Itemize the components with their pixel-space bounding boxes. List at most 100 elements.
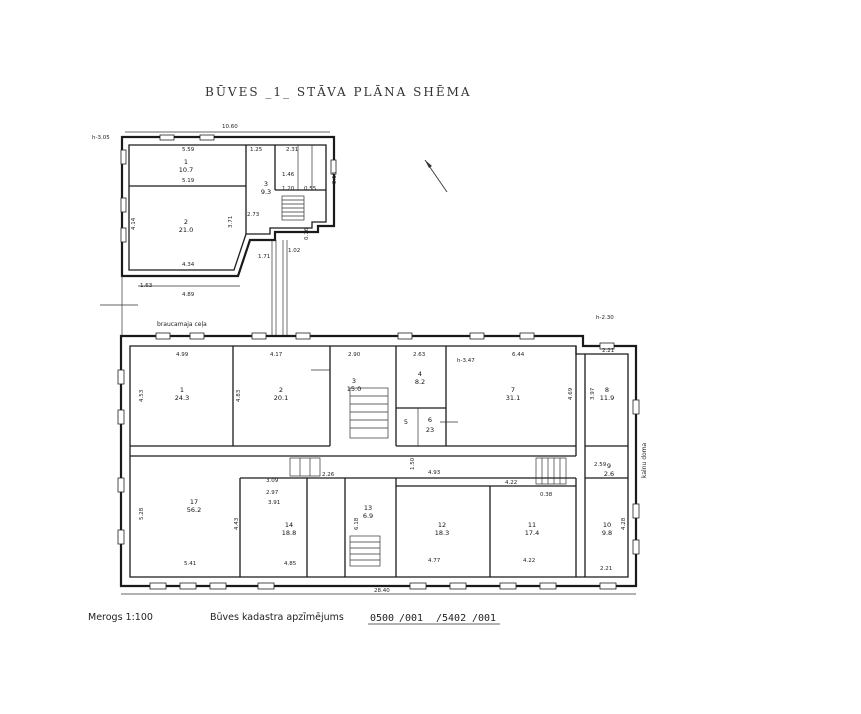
dimension-label: 5.41 xyxy=(184,561,196,567)
cadastre-part-2: /001 xyxy=(399,613,423,624)
cadastre-part-1: 0500 xyxy=(370,613,394,624)
passage xyxy=(100,240,288,336)
room-no: 7 xyxy=(511,386,515,394)
dimension-label: 4.53 xyxy=(139,389,145,402)
dimension-label: 4.34 xyxy=(182,262,195,268)
room-no: 17 xyxy=(190,498,198,506)
dimension-label: 2.26 xyxy=(322,472,335,478)
scale-label: Merogs 1:100 xyxy=(88,612,153,623)
room-area: 15.0 xyxy=(347,385,361,393)
room-no: 2 xyxy=(184,218,188,226)
room-no: 11 xyxy=(528,521,536,529)
room-no: 3 xyxy=(264,180,268,188)
dimension-label: 2.90 xyxy=(348,352,361,358)
cadastre-part-4: /001 xyxy=(472,613,496,624)
room-area: 18.3 xyxy=(435,529,449,537)
dimension-label: 1.63 xyxy=(140,283,153,289)
dimension-label: 2.59 xyxy=(594,462,607,468)
dimension-label: 2.73 xyxy=(247,212,260,218)
dimension-label: 2.63 xyxy=(413,352,426,358)
dimension-label: 4.17 xyxy=(270,352,283,358)
room-area: 21.0 xyxy=(179,226,193,234)
room-area: 11.9 xyxy=(600,394,614,402)
room-area: 24.3 xyxy=(175,394,189,402)
dimension-label: 4.85 xyxy=(284,561,297,567)
dimension-label: 5.18 xyxy=(332,171,338,184)
dimension-label: 2.97 xyxy=(266,490,279,496)
dimension-label: 4.14 xyxy=(131,217,137,230)
room-no: 6 xyxy=(428,416,432,424)
level-mark-1: h-3.05 xyxy=(92,135,110,141)
street-label: braucamaja ceļa xyxy=(157,321,207,328)
dimension-label: 3.97 xyxy=(590,387,596,400)
room-no: 5 xyxy=(404,418,408,426)
dimension-label: 4.89 xyxy=(182,292,195,298)
room-no: 14 xyxy=(285,521,293,529)
room-area: 18.8 xyxy=(282,529,296,537)
dimension-label: 6.18 xyxy=(354,517,360,530)
room-no: 1 xyxy=(184,158,188,166)
room-labels: 1 10.7 2 21.0 3 9.3 1 24.3 2 20.1 3 15.0… xyxy=(175,158,614,537)
room-no: 13 xyxy=(364,504,372,512)
dimension-label: 4.69 xyxy=(568,387,574,400)
room-area: 10.7 xyxy=(179,166,193,174)
dimension-label: 0.76 xyxy=(304,227,310,240)
dimension-label: 2.21 xyxy=(600,566,612,572)
room-area: 9.8 xyxy=(602,529,612,537)
dimension-label: 4.99 xyxy=(176,352,189,358)
dimension-label: 1.71 xyxy=(258,254,270,260)
plan-title: BŪVES _1_ STĀVA PLĀNA SHĒMA xyxy=(205,84,472,99)
room-area: 31.1 xyxy=(506,394,520,402)
room-area: 9.3 xyxy=(261,188,271,196)
dimension-label: 4.22 xyxy=(505,480,517,486)
dimension-label: 3.09 xyxy=(266,478,279,484)
dimension-label: 5.59 xyxy=(182,147,195,153)
dimension-label: 1.25 xyxy=(250,147,263,153)
dimension-label: 6.44 xyxy=(512,352,525,358)
cadastre-label: Būves kadastra apzīmējums xyxy=(210,612,344,623)
dimension-label: 5.19 xyxy=(182,178,195,184)
north-arrow-icon xyxy=(424,159,448,193)
dimension-label: 1.50 xyxy=(410,457,416,470)
room-area: 56.2 xyxy=(187,506,201,514)
dimension-label: 4.93 xyxy=(428,470,441,476)
dimension-label: 4.22 xyxy=(523,558,535,564)
side-label: kalnu doma xyxy=(641,442,648,478)
room-area: 17.4 xyxy=(525,529,539,537)
main-block xyxy=(117,332,640,590)
overall-length-label: 28.40 xyxy=(374,588,390,594)
room-area: 2.6 xyxy=(604,470,614,478)
dimension-label: 3.71 xyxy=(228,216,234,228)
room-no: 8 xyxy=(605,386,609,394)
dimension-label: 0.55 xyxy=(304,186,317,192)
room-no: 2 xyxy=(279,386,283,394)
room-area: 6.9 xyxy=(363,512,373,520)
room-no: 4 xyxy=(418,370,422,378)
dimension-label: 2.31 xyxy=(286,147,298,153)
cadastre-part-3: /5402 xyxy=(436,613,466,624)
overall-width-label: 10.60 xyxy=(222,124,238,130)
room-area: 8.2 xyxy=(415,378,425,386)
level-mark-2: h-2.30 xyxy=(596,315,614,321)
dimension-label: 4.83 xyxy=(236,389,242,402)
dimension-label: 1.20 xyxy=(282,186,295,192)
room-area: 20.1 xyxy=(274,394,288,402)
dimension-label: 0.38 xyxy=(540,492,553,498)
dimension-label: 1.46 xyxy=(282,172,295,178)
dimension-label: 3.91 xyxy=(268,500,280,506)
dimension-label: 2.21 xyxy=(602,348,614,354)
room-no: 3 xyxy=(352,377,356,385)
room-no: 23 xyxy=(426,426,434,434)
room-no: 1 xyxy=(180,386,184,394)
dimension-label: 1.02 xyxy=(288,248,300,254)
room-no: 10 xyxy=(603,521,611,529)
upper-wing xyxy=(120,134,337,278)
dimension-label: 4.28 xyxy=(621,517,627,530)
level-mark-3: h-3.47 xyxy=(457,358,475,364)
dimension-labels: 5.59 5.19 5.18 4.14 4.34 4.89 1.63 1.25 … xyxy=(131,147,627,572)
dimension-label: 5.28 xyxy=(139,507,145,520)
dimension-label: 4.77 xyxy=(428,558,441,564)
room-no: 12 xyxy=(438,521,446,529)
room-no: 9 xyxy=(607,462,611,470)
